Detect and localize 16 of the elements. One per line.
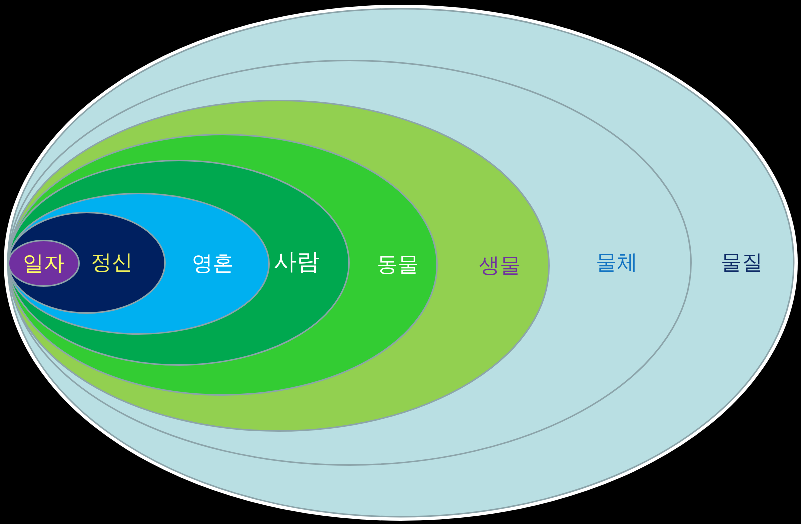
set-ellipse	[8, 212, 166, 314]
set-label: 영혼	[192, 252, 234, 276]
set-ellipse	[8, 193, 270, 335]
set-ellipse	[8, 160, 350, 366]
set-label: 사람	[274, 250, 320, 276]
set-label: 물질	[721, 251, 763, 275]
set-ellipse	[4, 5, 798, 521]
set-ellipse	[8, 60, 692, 466]
set-label: 동물	[377, 253, 419, 277]
set-label: 정신	[91, 251, 133, 275]
set-ellipse	[8, 134, 438, 396]
set-ellipse	[8, 240, 80, 287]
set-label: 물체	[596, 251, 638, 275]
set-ellipse	[8, 100, 550, 432]
set-label: 생물	[479, 254, 521, 278]
set-label: 일자	[23, 252, 65, 276]
